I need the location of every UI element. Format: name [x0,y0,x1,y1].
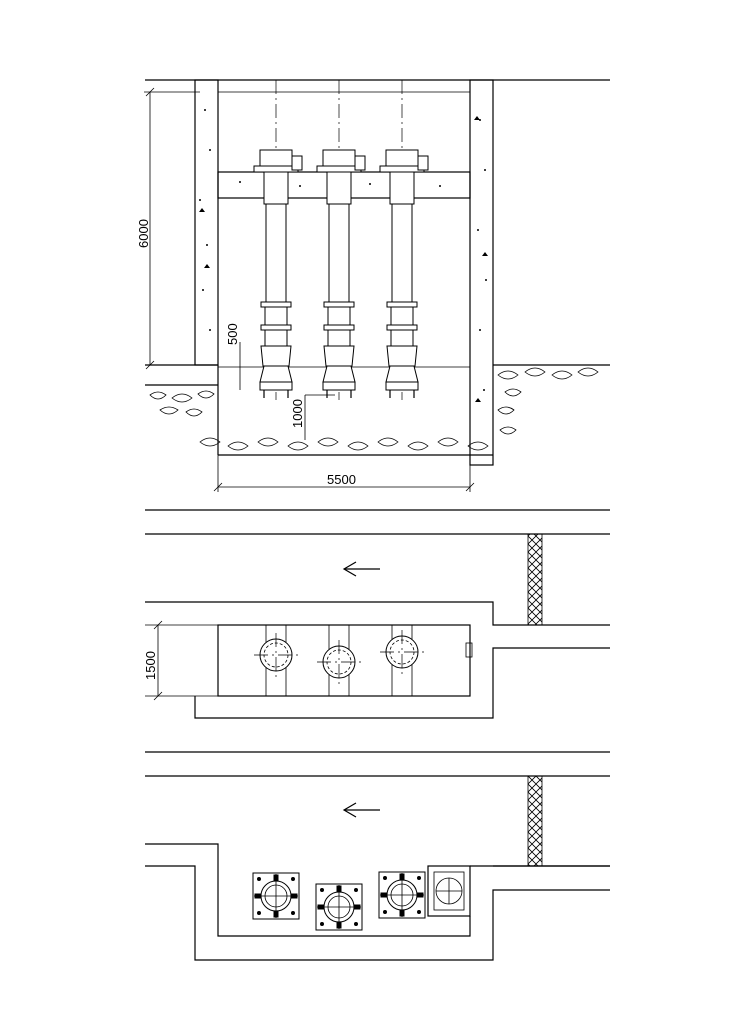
plan-view-upper: 1500 [143,509,610,719]
concrete-texture [199,109,488,402]
pump-plan [380,625,424,696]
right-wall [469,79,494,466]
dimension-offset: 500 [225,323,241,390]
pump-base-plan [378,871,426,919]
trash-screen-lower [527,775,543,867]
gate-symbol [465,642,473,658]
gravel-texture [149,367,599,451]
trash-screen [527,533,543,626]
pump-section [253,80,303,400]
dim-offset-label: 500 [225,323,240,345]
dimension-bottom: 1000 [290,394,335,440]
pump-section [316,80,366,400]
outlet-box [427,865,471,917]
arrow-left-icon [342,561,380,577]
pump-group-section [253,80,429,400]
dimension-chamber-width: 1500 [143,620,163,701]
arrow-left-icon [342,802,380,818]
pump-base-plan [315,883,363,931]
pump-group-plan-upper [254,625,424,696]
dim-width-label: 5500 [327,472,356,487]
dim-chamber-label: 1500 [143,651,158,680]
plan-view-lower [145,751,610,961]
dimension-depth: 6000 [136,87,200,370]
pump-chamber [217,624,471,697]
pump-plan [317,625,361,696]
dim-depth-label: 6000 [136,219,151,248]
pump-section [379,80,429,400]
pump-base-plan [252,872,300,920]
pump-group-plan-lower [252,871,426,931]
dimension-width: 5500 [213,455,475,492]
dim-bottom-label: 1000 [290,399,305,428]
left-wall [194,79,219,366]
pump-plan [254,625,298,696]
section-view: 6000 500 1000 5500 [136,79,610,492]
